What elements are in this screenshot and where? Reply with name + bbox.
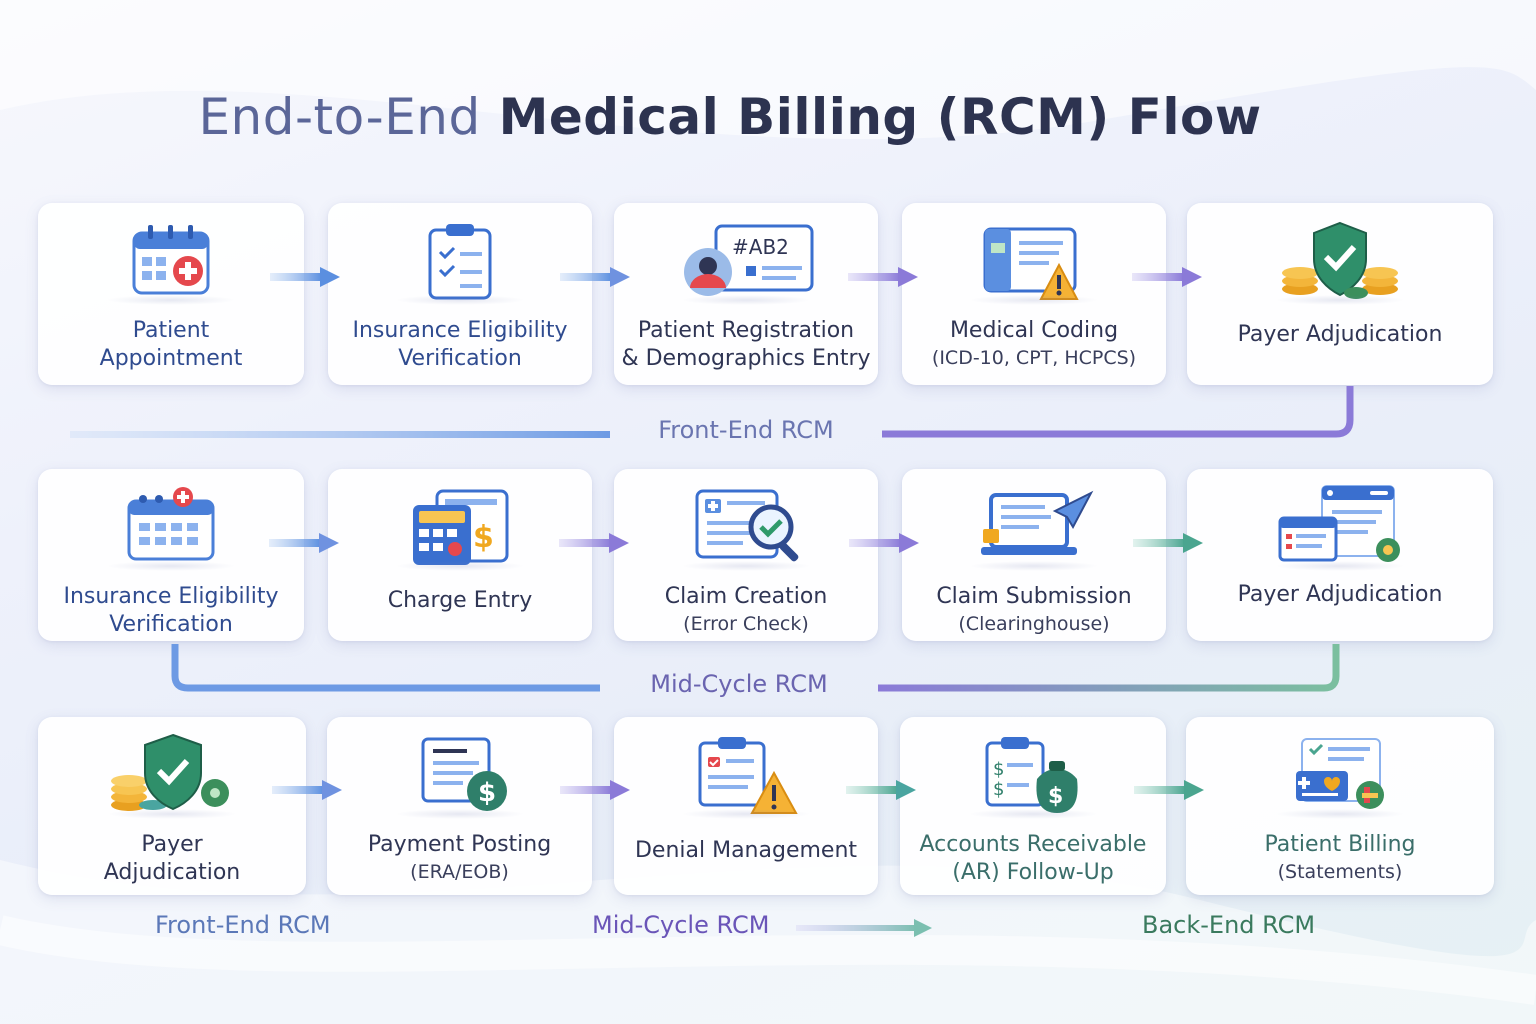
footer-back-end: Back-End RCM xyxy=(1142,911,1316,939)
card-label-line2: Verification xyxy=(398,346,522,371)
svg-text:$: $ xyxy=(473,520,494,555)
document-search-icon xyxy=(671,485,821,571)
card-label-line1: Claim Submission xyxy=(936,584,1132,609)
statement-card-icon xyxy=(1265,733,1415,819)
card-label: Patient Billing (Statements) xyxy=(1258,831,1421,885)
clipboard-check-icon xyxy=(385,219,535,305)
card-label: Payer Adjudication xyxy=(1237,322,1443,347)
shield-coins-icon xyxy=(1265,219,1415,305)
id-card-text: #AB2 xyxy=(732,235,789,259)
card-label-line2: Appointment xyxy=(99,346,243,371)
card-medical-coding: Medical Coding (ICD-10, CPT, HCPCS) xyxy=(902,203,1166,385)
card-label: Patient Appointment xyxy=(94,317,249,373)
arrow-right xyxy=(559,533,629,553)
document-warning-icon xyxy=(959,219,1109,305)
clipboard-moneybag-icon: $ $ $ xyxy=(958,733,1108,819)
card-label: Payment Posting (ERA/EOB) xyxy=(362,831,557,885)
card-claim-submission: Claim Submission (Clearinghouse) xyxy=(902,469,1166,641)
card-denial-management: Denial Management xyxy=(614,717,878,895)
arrow-right xyxy=(270,267,340,287)
band-label-front-end: Front-End RCM xyxy=(658,416,834,444)
arrow-right xyxy=(849,533,919,553)
card-label-line1: Payment Posting xyxy=(367,832,552,857)
card-sublabel: (ERA/EOB) xyxy=(410,861,509,883)
arrow-right xyxy=(1134,780,1204,800)
card-label-line2: Verification xyxy=(109,612,233,637)
calculator-icon: $ xyxy=(385,485,535,571)
arrow-right xyxy=(269,533,339,553)
card-sublabel: (Clearinghouse) xyxy=(958,613,1110,635)
svg-text:$: $ xyxy=(478,778,496,808)
card-label: Insurance Eligibility Verification xyxy=(346,317,573,373)
card-label: Payer Adjudication xyxy=(98,831,246,887)
document-dollar-icon: $ xyxy=(385,733,535,819)
card-label-line1: Claim Creation xyxy=(664,584,828,609)
card-label: Claim Submission (Clearinghouse) xyxy=(930,583,1137,637)
arrow-right xyxy=(1133,533,1203,553)
card-label-line1: Payer xyxy=(141,832,203,857)
card-label-line1: Patient xyxy=(132,318,210,343)
clipboard-warning-icon xyxy=(671,733,821,819)
card-sublabel: (Statements) xyxy=(1277,861,1403,883)
svg-text:$: $ xyxy=(993,779,1004,800)
card-sublabel: (Error Check) xyxy=(683,613,809,635)
footer-front-end: Front-End RCM xyxy=(155,911,331,939)
band-label-mid-cycle: Mid-Cycle RCM xyxy=(650,670,828,698)
arrow-right xyxy=(560,780,630,800)
shield-coins-icon xyxy=(97,733,247,819)
card-label-line2: (AR) Follow-Up xyxy=(952,860,1114,885)
card-label: Denial Management xyxy=(634,838,858,863)
card-claim-creation: Claim Creation (Error Check) xyxy=(614,469,878,641)
laptop-send-icon xyxy=(959,485,1109,571)
card-label: Charge Entry xyxy=(387,588,533,613)
card-label: Patient Registration & Demographics Entr… xyxy=(615,317,876,373)
arrow-right xyxy=(846,780,916,800)
card-patient-billing: Patient Billing (Statements) xyxy=(1186,717,1494,895)
card-label-line2: & Demographics Entry xyxy=(621,346,871,371)
card-label: Claim Creation (Error Check) xyxy=(659,583,834,637)
calendar-plus-icon xyxy=(96,219,246,305)
card-payer-adjudication-3: Payer Adjudication xyxy=(38,717,306,895)
arrow-right xyxy=(848,267,918,287)
page-title: End-to-End Medical Billing (RCM) Flow xyxy=(0,88,1460,146)
arrow-right xyxy=(796,919,932,937)
svg-text:$: $ xyxy=(1048,784,1063,809)
card-label: Insurance Eligibility Verification xyxy=(57,583,284,639)
card-label-line1: Insurance Eligibility xyxy=(352,318,568,343)
browser-windows-icon xyxy=(1265,485,1415,571)
footer-mid-cycle: Mid-Cycle RCM xyxy=(592,911,770,939)
card-charge-entry: $ Charge Entry xyxy=(328,469,592,641)
card-payer-adjudication: Payer Adjudication xyxy=(1187,203,1493,385)
card-label-line2: Adjudication xyxy=(103,860,241,885)
arrow-right xyxy=(560,267,630,287)
card-label-line1: Accounts Receivable xyxy=(919,832,1147,857)
card-label-line1: Patient Billing xyxy=(1264,832,1416,857)
card-accounts-receivable: $ $ $ Accounts Receivable (AR) Follow-Up xyxy=(900,717,1166,895)
calendar-plus-icon xyxy=(96,485,246,571)
card-label: Accounts Receivable (AR) Follow-Up xyxy=(914,831,1153,887)
title-part2: Medical Billing (RCM) Flow xyxy=(498,88,1262,146)
card-patient-registration: #AB2 Patient Registration & Demographics… xyxy=(614,203,878,385)
svg-text:$: $ xyxy=(993,759,1004,780)
id-card-icon: #AB2 xyxy=(671,219,821,305)
arrow-right xyxy=(1132,267,1202,287)
card-payer-adjudication-2: Payer Adjudication xyxy=(1187,469,1493,641)
card-label-line1: Patient Registration xyxy=(637,318,855,343)
card-patient-appointment: Patient Appointment xyxy=(38,203,304,385)
card-label-line1: Insurance Eligibility xyxy=(63,584,279,609)
card-payment-posting: $ Payment Posting (ERA/EOB) xyxy=(327,717,592,895)
card-insurance-eligibility: Insurance Eligibility Verification xyxy=(328,203,592,385)
title-part1: End-to-End xyxy=(198,88,481,146)
arrow-right xyxy=(272,780,342,800)
card-label: Payer Adjudication xyxy=(1237,582,1443,607)
card-label: Medical Coding (ICD-10, CPT, HCPCS) xyxy=(926,317,1142,371)
card-label-line1: Medical Coding xyxy=(949,318,1119,343)
card-sublabel: (ICD-10, CPT, HCPCS) xyxy=(931,347,1137,369)
card-insurance-eligibility-2: Insurance Eligibility Verification xyxy=(38,469,304,641)
